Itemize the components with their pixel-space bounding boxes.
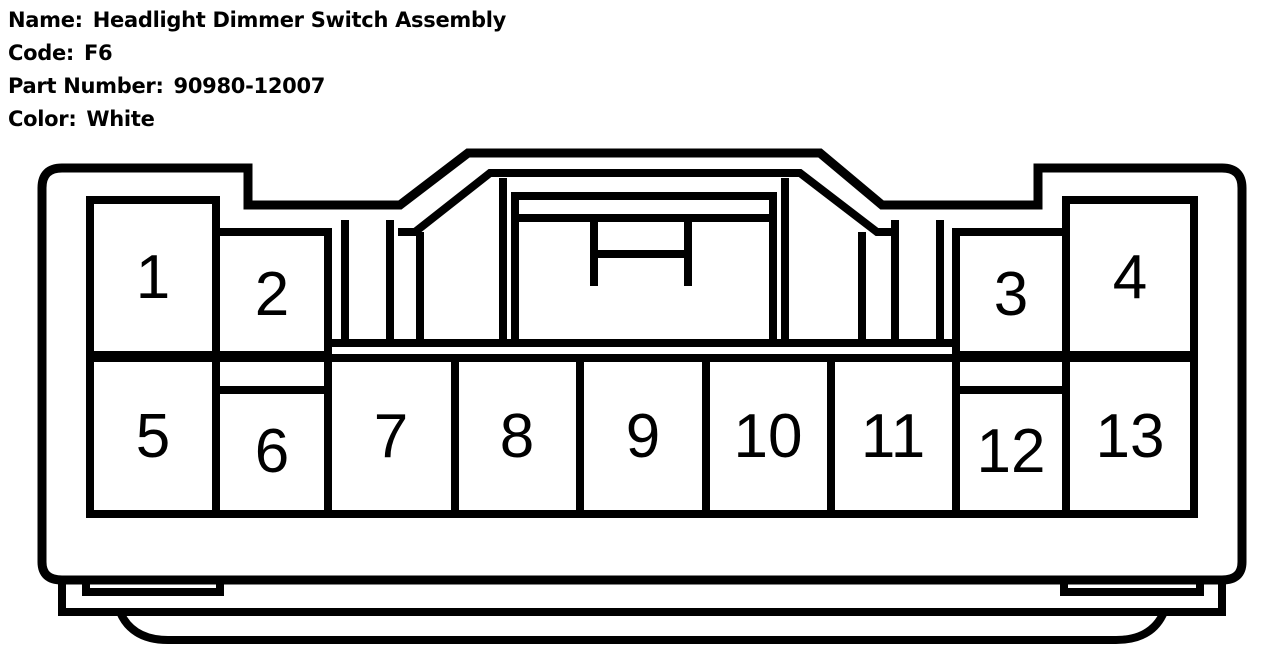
pin-label-3: 3 [994, 260, 1028, 329]
name-label: Name: [8, 8, 83, 32]
pin-label-12: 12 [977, 417, 1046, 486]
latch-bar [511, 192, 777, 343]
connector-info: Name: Headlight Dimmer Switch Assembly Co… [8, 4, 506, 136]
pin-label-5: 5 [136, 402, 170, 471]
pin-label-10: 10 [734, 402, 803, 471]
lock-tab [590, 222, 692, 286]
pin-label-7: 7 [374, 402, 408, 471]
bottom-foot [116, 610, 1168, 644]
part-number-row: Part Number: 90980-12007 [8, 70, 506, 103]
pin-label-6: 6 [255, 417, 289, 486]
pin-label-8: 8 [500, 402, 534, 471]
bottom-rail [58, 580, 1226, 616]
color-row: Color: White [8, 103, 506, 136]
latch-inner-outline [398, 169, 892, 236]
code-label: Code: [8, 41, 75, 65]
pin-label-2: 2 [255, 260, 289, 329]
pin-label-4: 4 [1113, 243, 1147, 312]
name-value: Headlight Dimmer Switch Assembly [92, 8, 507, 32]
code-row: Code: F6 [8, 37, 506, 70]
housing-outline [37, 148, 1247, 585]
cavity-grid [86, 196, 1198, 518]
cavity-row-2 [86, 354, 1198, 518]
code-value: F6 [84, 41, 113, 65]
name-row: Name: Headlight Dimmer Switch Assembly [8, 4, 506, 37]
pin-label-9: 9 [626, 402, 660, 471]
pin-label-1: 1 [136, 243, 170, 312]
color-label: Color: [8, 107, 77, 131]
part-number-label: Part Number: [8, 74, 164, 98]
color-value: White [86, 107, 155, 131]
part-number-value: 90980-12007 [173, 74, 326, 98]
pin-label-11: 11 [861, 402, 925, 471]
pin-label-13: 13 [1096, 402, 1165, 471]
